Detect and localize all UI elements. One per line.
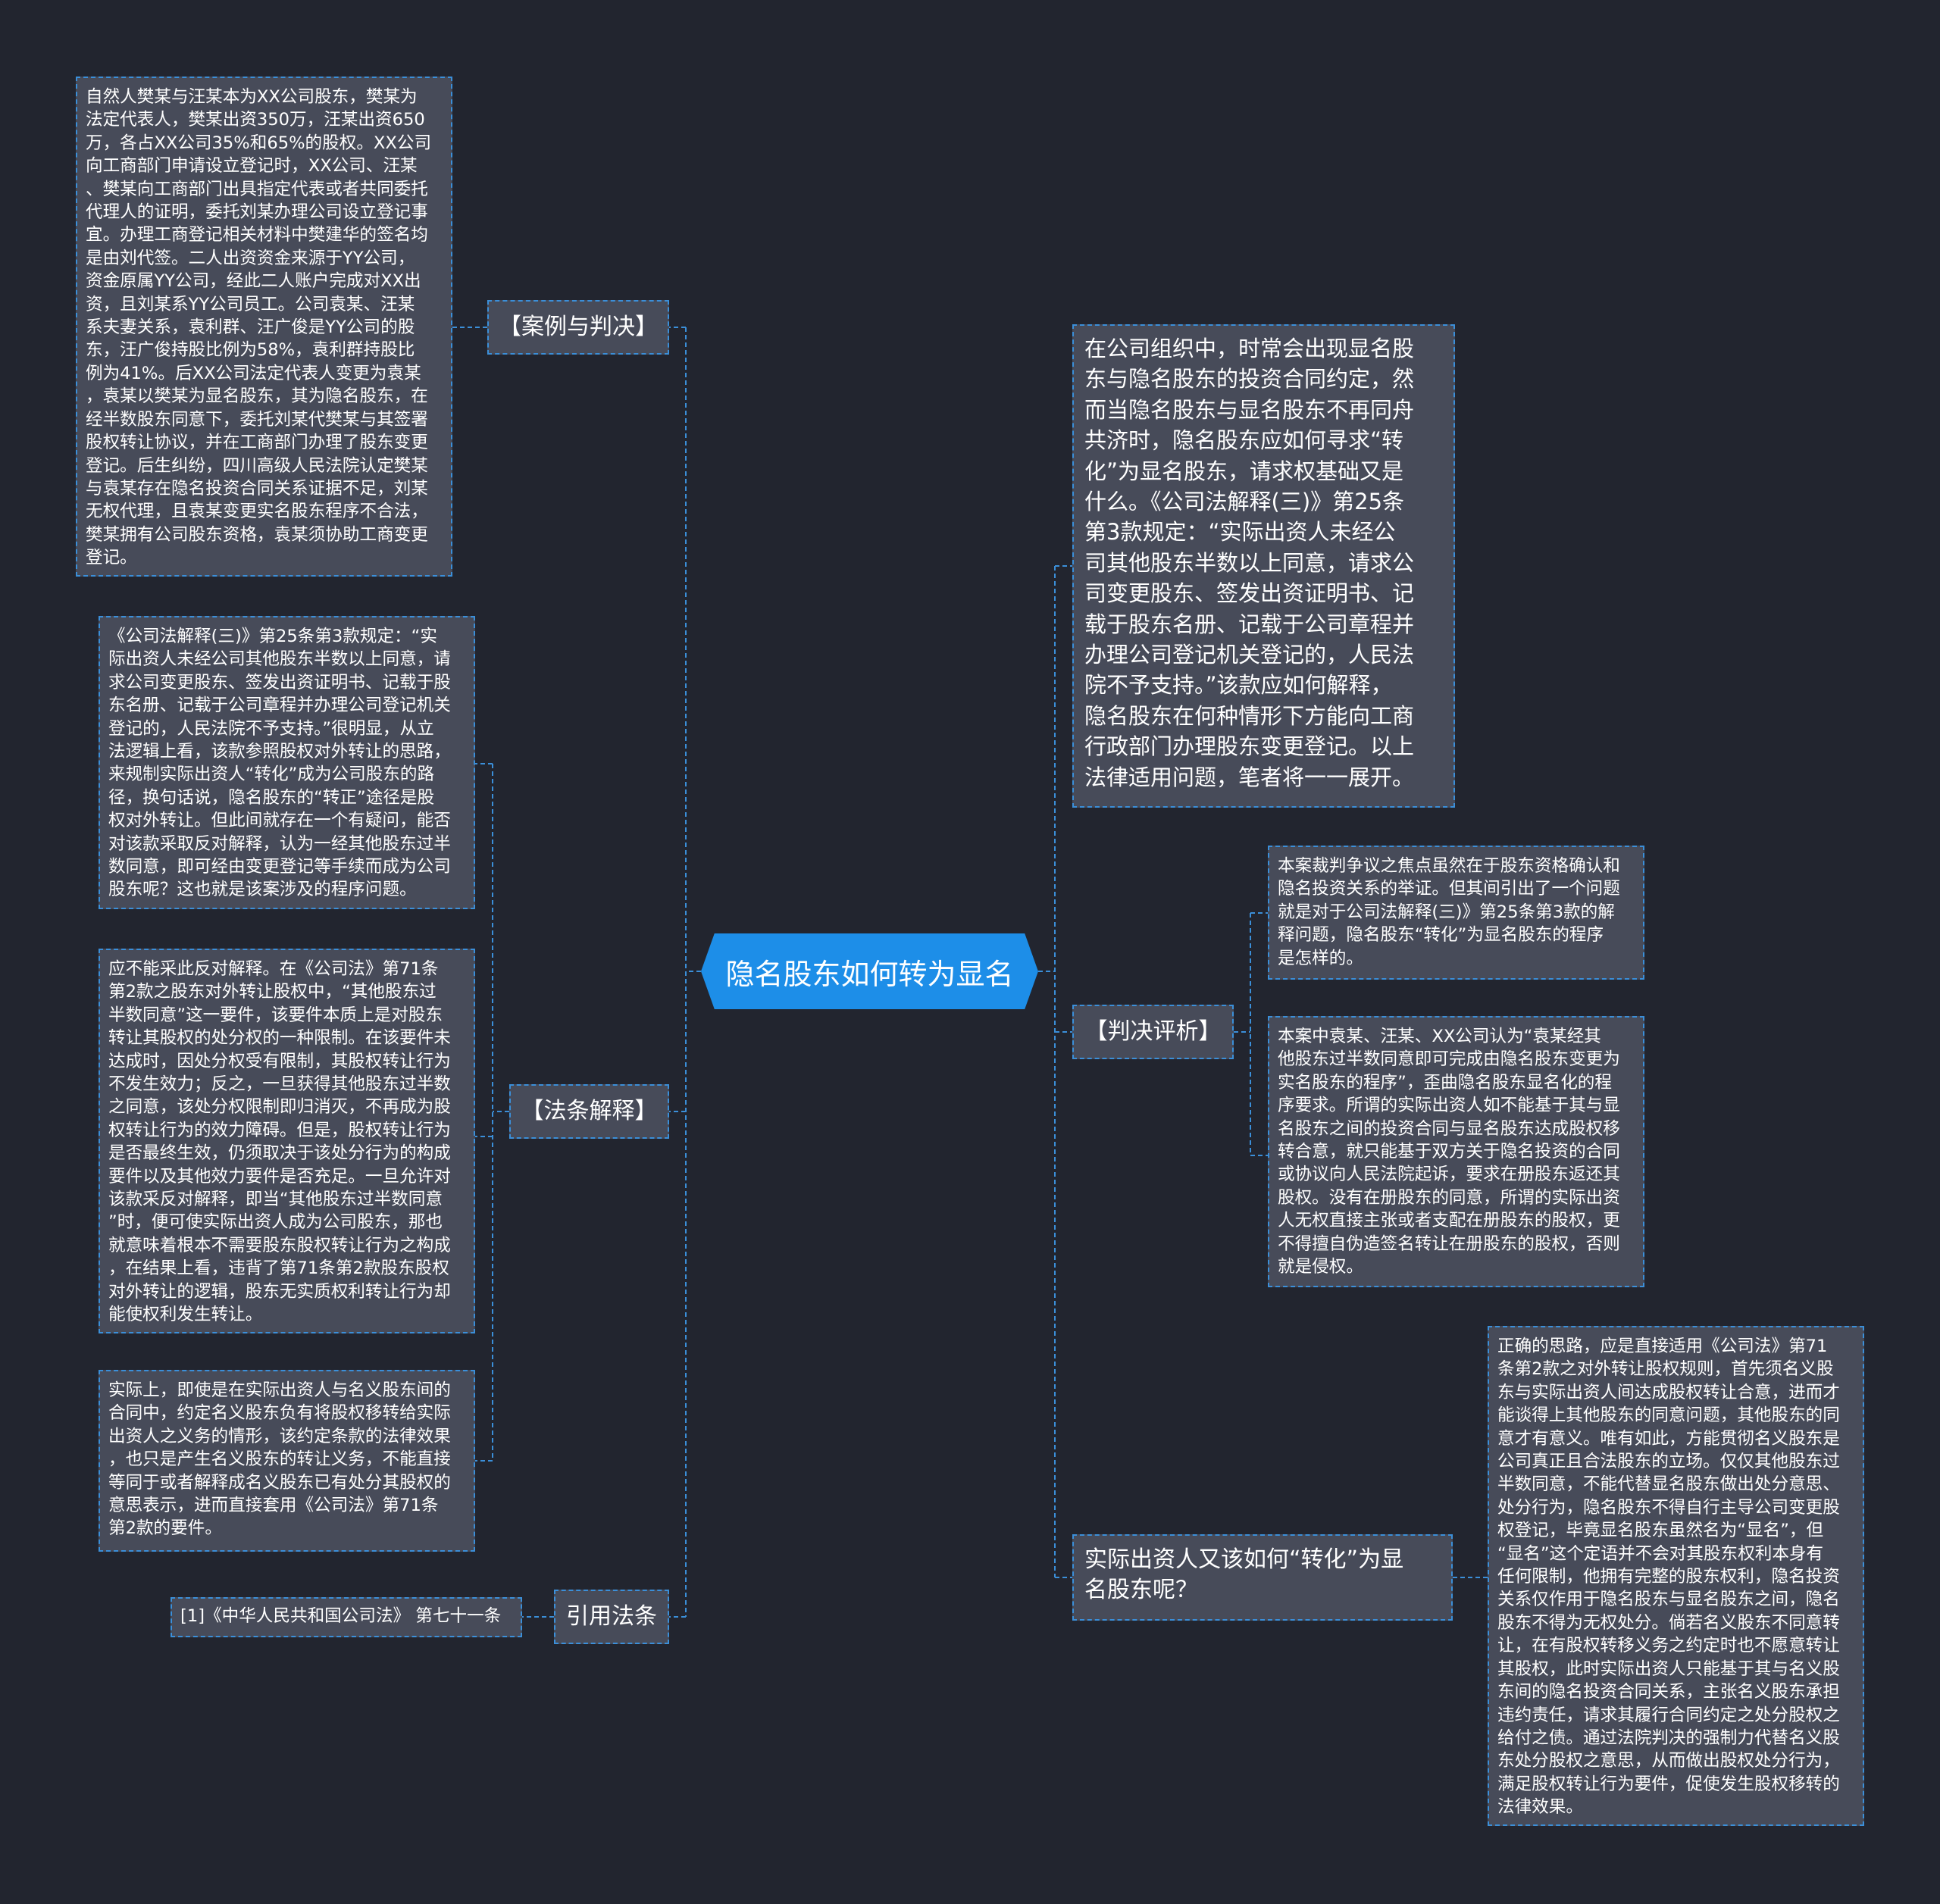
judgment-analysis-item-2: 本案中袁某、汪某、XX公司认为“袁某经其 他股东过半数同意即可完成由隐名股东变更… [1268, 1016, 1644, 1287]
how-to-convert-text: 正确的思路，应是直接适用《公司法》第71 条第2款之对外转让股权规则，首先须名义… [1488, 1326, 1864, 1826]
cited-law-branch[interactable]: 引用法条 [554, 1590, 669, 1644]
case-description-text: 自然人樊某与汪某本为XX公司股东，樊某为 法定代表人，樊某出资350万，汪某出资… [76, 77, 452, 577]
cited-law-text: [1]《中华人民共和国公司法》 第七十一条 [171, 1597, 522, 1637]
law-interpretation-item-1: 《公司法解释(三)》第25条第3款规定：“实 际出资人未经公司其他股东半数以上同… [99, 616, 475, 909]
case-judgment-branch[interactable]: 【案例与判决】 [487, 300, 669, 355]
judgment-analysis-item-1: 本案裁判争议之焦点虽然在于股东资格确认和 隐名投资关系的举证。但其间引出了一个问… [1268, 846, 1644, 980]
how-to-convert-branch[interactable]: 实际出资人又该如何“转化”为显 名股东呢？ [1072, 1534, 1453, 1621]
intro-text: 在公司组织中，时常会出现显名股 东与隐名股东的投资合同约定，然 而当隐名股东与显… [1072, 324, 1455, 808]
root-topic[interactable]: 隐名股东如何转为显名 [701, 933, 1038, 1009]
law-interpretation-item-3: 实际上，即使是在实际出资人与名义股东间的 合同中，约定名义股东负有将股权移转给实… [99, 1370, 475, 1552]
law-interpretation-item-2: 应不能采此反对解释。在《公司法》第71条 第2款之股东对外转让股权中，“其他股东… [99, 949, 475, 1333]
law-interpretation-branch[interactable]: 【法条解释】 [509, 1084, 669, 1139]
judgment-analysis-branch[interactable]: 【判决评析】 [1072, 1005, 1234, 1059]
